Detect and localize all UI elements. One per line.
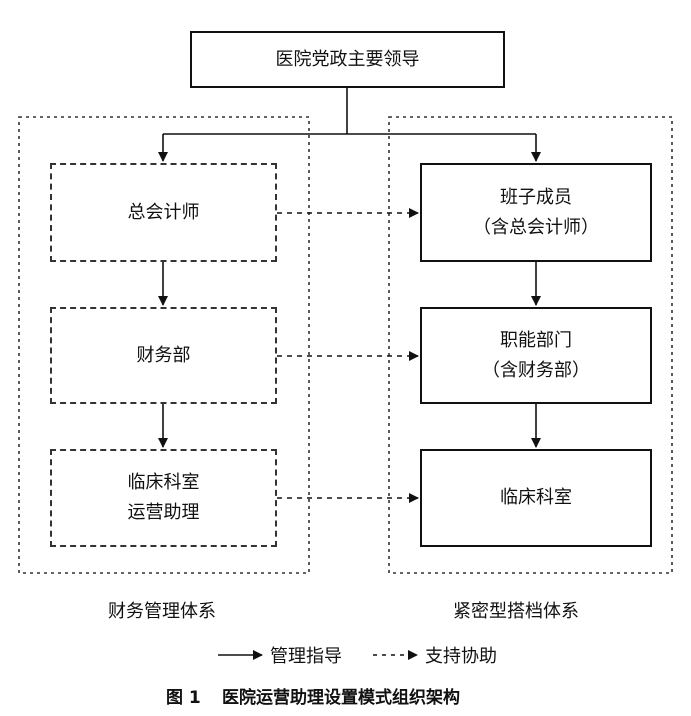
leadership-team-line-2: （含总会计师） — [473, 216, 599, 238]
right-group-border — [388, 116, 673, 574]
right-group-label: 紧密型搭档体系 — [453, 601, 579, 622]
clinical-dept-line-1: 临床科室 — [500, 487, 572, 508]
clinical-dept-box: 临床科室 — [420, 449, 652, 547]
chief-accountant-box: 总会计师 — [50, 163, 277, 262]
leadership-team-line-1: 班子成员 — [500, 186, 572, 208]
figure-title: 医院运营助理设置模式组织架构 — [222, 688, 460, 708]
left-group-border — [18, 116, 310, 574]
chief-accountant-line-1: 总会计师 — [127, 201, 200, 223]
functional-dept-box: 职能部门 （含财务部） — [420, 307, 652, 404]
legend-solid-label: 管理指导 — [270, 646, 342, 667]
clinical-assistant-line-2: 运营助理 — [127, 502, 200, 523]
leadership-team-box: 班子成员 （含总会计师） — [420, 163, 652, 262]
top-leadership-box: 医院党政主要领导 — [190, 31, 505, 88]
finance-dept-line-1: 财务部 — [136, 344, 191, 366]
figure-number: 图 1 — [166, 688, 201, 708]
functional-dept-line-2: （含财务部） — [482, 359, 590, 381]
functional-dept-line-1: 职能部门 — [500, 329, 572, 351]
top-leadership-label: 医院党政主要领导 — [275, 48, 420, 70]
finance-dept-box: 财务部 — [50, 307, 277, 404]
clinical-assistant-line-1: 临床科室 — [127, 472, 200, 493]
clinical-assistant-box: 临床科室 运营助理 — [50, 449, 277, 547]
legend-dashed-label: 支持协助 — [425, 646, 497, 667]
left-group-label: 财务管理体系 — [108, 601, 216, 622]
